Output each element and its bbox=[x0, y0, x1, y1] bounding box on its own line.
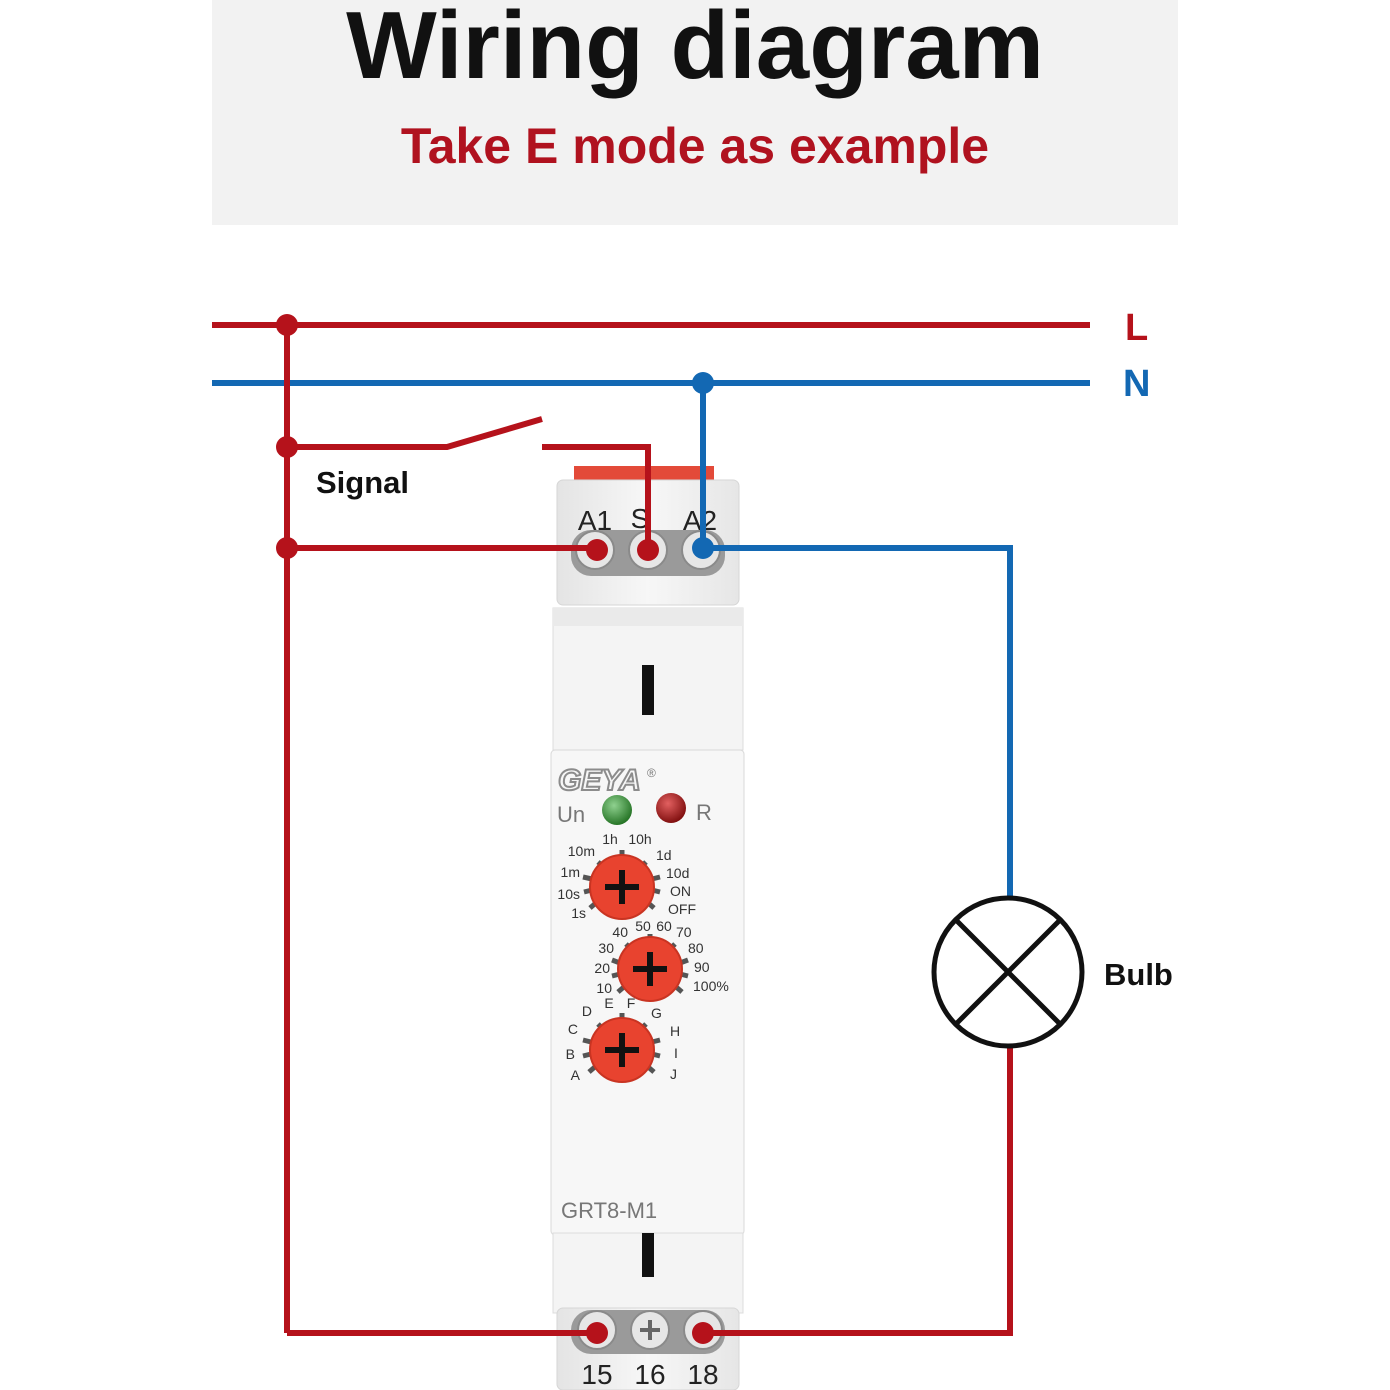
junction-dot bbox=[276, 537, 298, 559]
dial-percent-label: 50 bbox=[635, 918, 651, 934]
dial-mode-label: C bbox=[568, 1021, 578, 1037]
signal-switch-icon[interactable] bbox=[287, 416, 543, 450]
power-led-icon bbox=[602, 795, 632, 825]
junctions bbox=[276, 314, 714, 1344]
signal-wire bbox=[542, 444, 651, 550]
dial-time-label: ON bbox=[670, 883, 691, 899]
dial-time-label: 10h bbox=[628, 831, 651, 847]
dial-time-label: 10s bbox=[557, 886, 580, 902]
dial-percent-label: 40 bbox=[612, 924, 628, 940]
led-label-relay: R bbox=[696, 800, 712, 825]
bulb-label: Bulb bbox=[1104, 957, 1173, 992]
dial-mode-label: G bbox=[651, 1005, 662, 1021]
relay-shoulder-edge bbox=[553, 608, 743, 626]
dial-percent-label: 20 bbox=[594, 960, 610, 976]
dial-percent-label: 60 bbox=[656, 918, 672, 934]
terminal-label-16: 16 bbox=[634, 1359, 665, 1390]
dial-time-label: 1h bbox=[602, 831, 618, 847]
brand-logo: GEYA bbox=[558, 764, 641, 797]
relay-led-icon bbox=[656, 793, 686, 823]
junction-dot bbox=[276, 314, 298, 336]
page-subtitle: Take E mode as example bbox=[400, 118, 990, 174]
dial-time-label: OFF bbox=[668, 901, 696, 917]
bulb-icon bbox=[931, 895, 1085, 1049]
dial-mode-label: D bbox=[582, 1003, 592, 1019]
signal-label: Signal bbox=[316, 465, 409, 500]
dial-mode-label: I bbox=[674, 1045, 678, 1061]
dial-time-cross-icon bbox=[605, 870, 639, 904]
terminal-dot-15 bbox=[586, 1322, 608, 1344]
terminal-dot-a1 bbox=[586, 539, 608, 561]
junction-dot bbox=[276, 436, 298, 458]
dial-mode-label: H bbox=[670, 1023, 680, 1039]
dial-percent-cross-icon bbox=[633, 952, 667, 986]
header-banner: Wiring diagram Take E mode as example bbox=[212, 0, 1178, 225]
dial-mode-cross-icon bbox=[605, 1033, 639, 1067]
dial-percent-label: 100% bbox=[693, 978, 729, 994]
dial-mode-label: A bbox=[571, 1067, 581, 1083]
dial-time-range: 10m 1m 10s 1s 1h 10h 1d 10d ON OFF bbox=[557, 831, 696, 921]
terminal-label-a1: A1 bbox=[578, 505, 612, 536]
dial-time-label: 10m bbox=[568, 843, 595, 859]
dial-mode-label: J bbox=[670, 1066, 677, 1082]
terminal-label-18: 18 bbox=[687, 1359, 718, 1390]
page-title: Wiring diagram bbox=[346, 0, 1044, 99]
dial-time-label: 10d bbox=[666, 865, 689, 881]
terminal-dot-18 bbox=[692, 1322, 714, 1344]
dial-percent-label: 30 bbox=[598, 940, 614, 956]
live-label: L bbox=[1125, 307, 1148, 349]
dial-percent-label: 80 bbox=[688, 940, 704, 956]
front-panel-content: GEYA ® Un R 10m 1m 10s 1s 1h bbox=[557, 763, 729, 1223]
relay-slot-bottom bbox=[642, 1233, 654, 1277]
brand-registered: ® bbox=[647, 766, 656, 780]
led-label-power: Un bbox=[557, 802, 585, 827]
bulb-neutral-wire bbox=[703, 545, 1013, 900]
wires bbox=[212, 322, 1090, 1336]
dial-percent-label: 70 bbox=[676, 924, 692, 940]
dial-time-label: 1d bbox=[656, 847, 672, 863]
dial-mode: D C B A E F G H I J bbox=[566, 995, 680, 1083]
junction-dot bbox=[692, 372, 714, 394]
model-label: GRT8-M1 bbox=[561, 1198, 657, 1223]
relay-top-tab bbox=[574, 466, 714, 482]
dial-percent-label: 90 bbox=[694, 959, 710, 975]
neutral-label: N bbox=[1123, 363, 1150, 405]
dial-mode-label: B bbox=[566, 1046, 575, 1062]
screw-16-cross-icon bbox=[640, 1320, 660, 1340]
dial-mode-label: F bbox=[627, 995, 636, 1011]
dial-percent-label: 10 bbox=[596, 980, 612, 996]
dial-time-label: 1s bbox=[571, 905, 586, 921]
dial-time-label: 1m bbox=[561, 864, 580, 880]
relay-slot-top bbox=[642, 665, 654, 715]
dial-percent: 40 30 20 10 50 60 70 80 90 100% bbox=[594, 918, 729, 1002]
terminal-label-15: 15 bbox=[581, 1359, 612, 1390]
terminal-dot-s bbox=[637, 539, 659, 561]
terminal-label-s: S bbox=[631, 503, 650, 534]
terminal-18-wire bbox=[703, 1045, 1013, 1336]
terminal-dot-a2 bbox=[692, 537, 714, 559]
dial-mode-label: E bbox=[604, 995, 613, 1011]
